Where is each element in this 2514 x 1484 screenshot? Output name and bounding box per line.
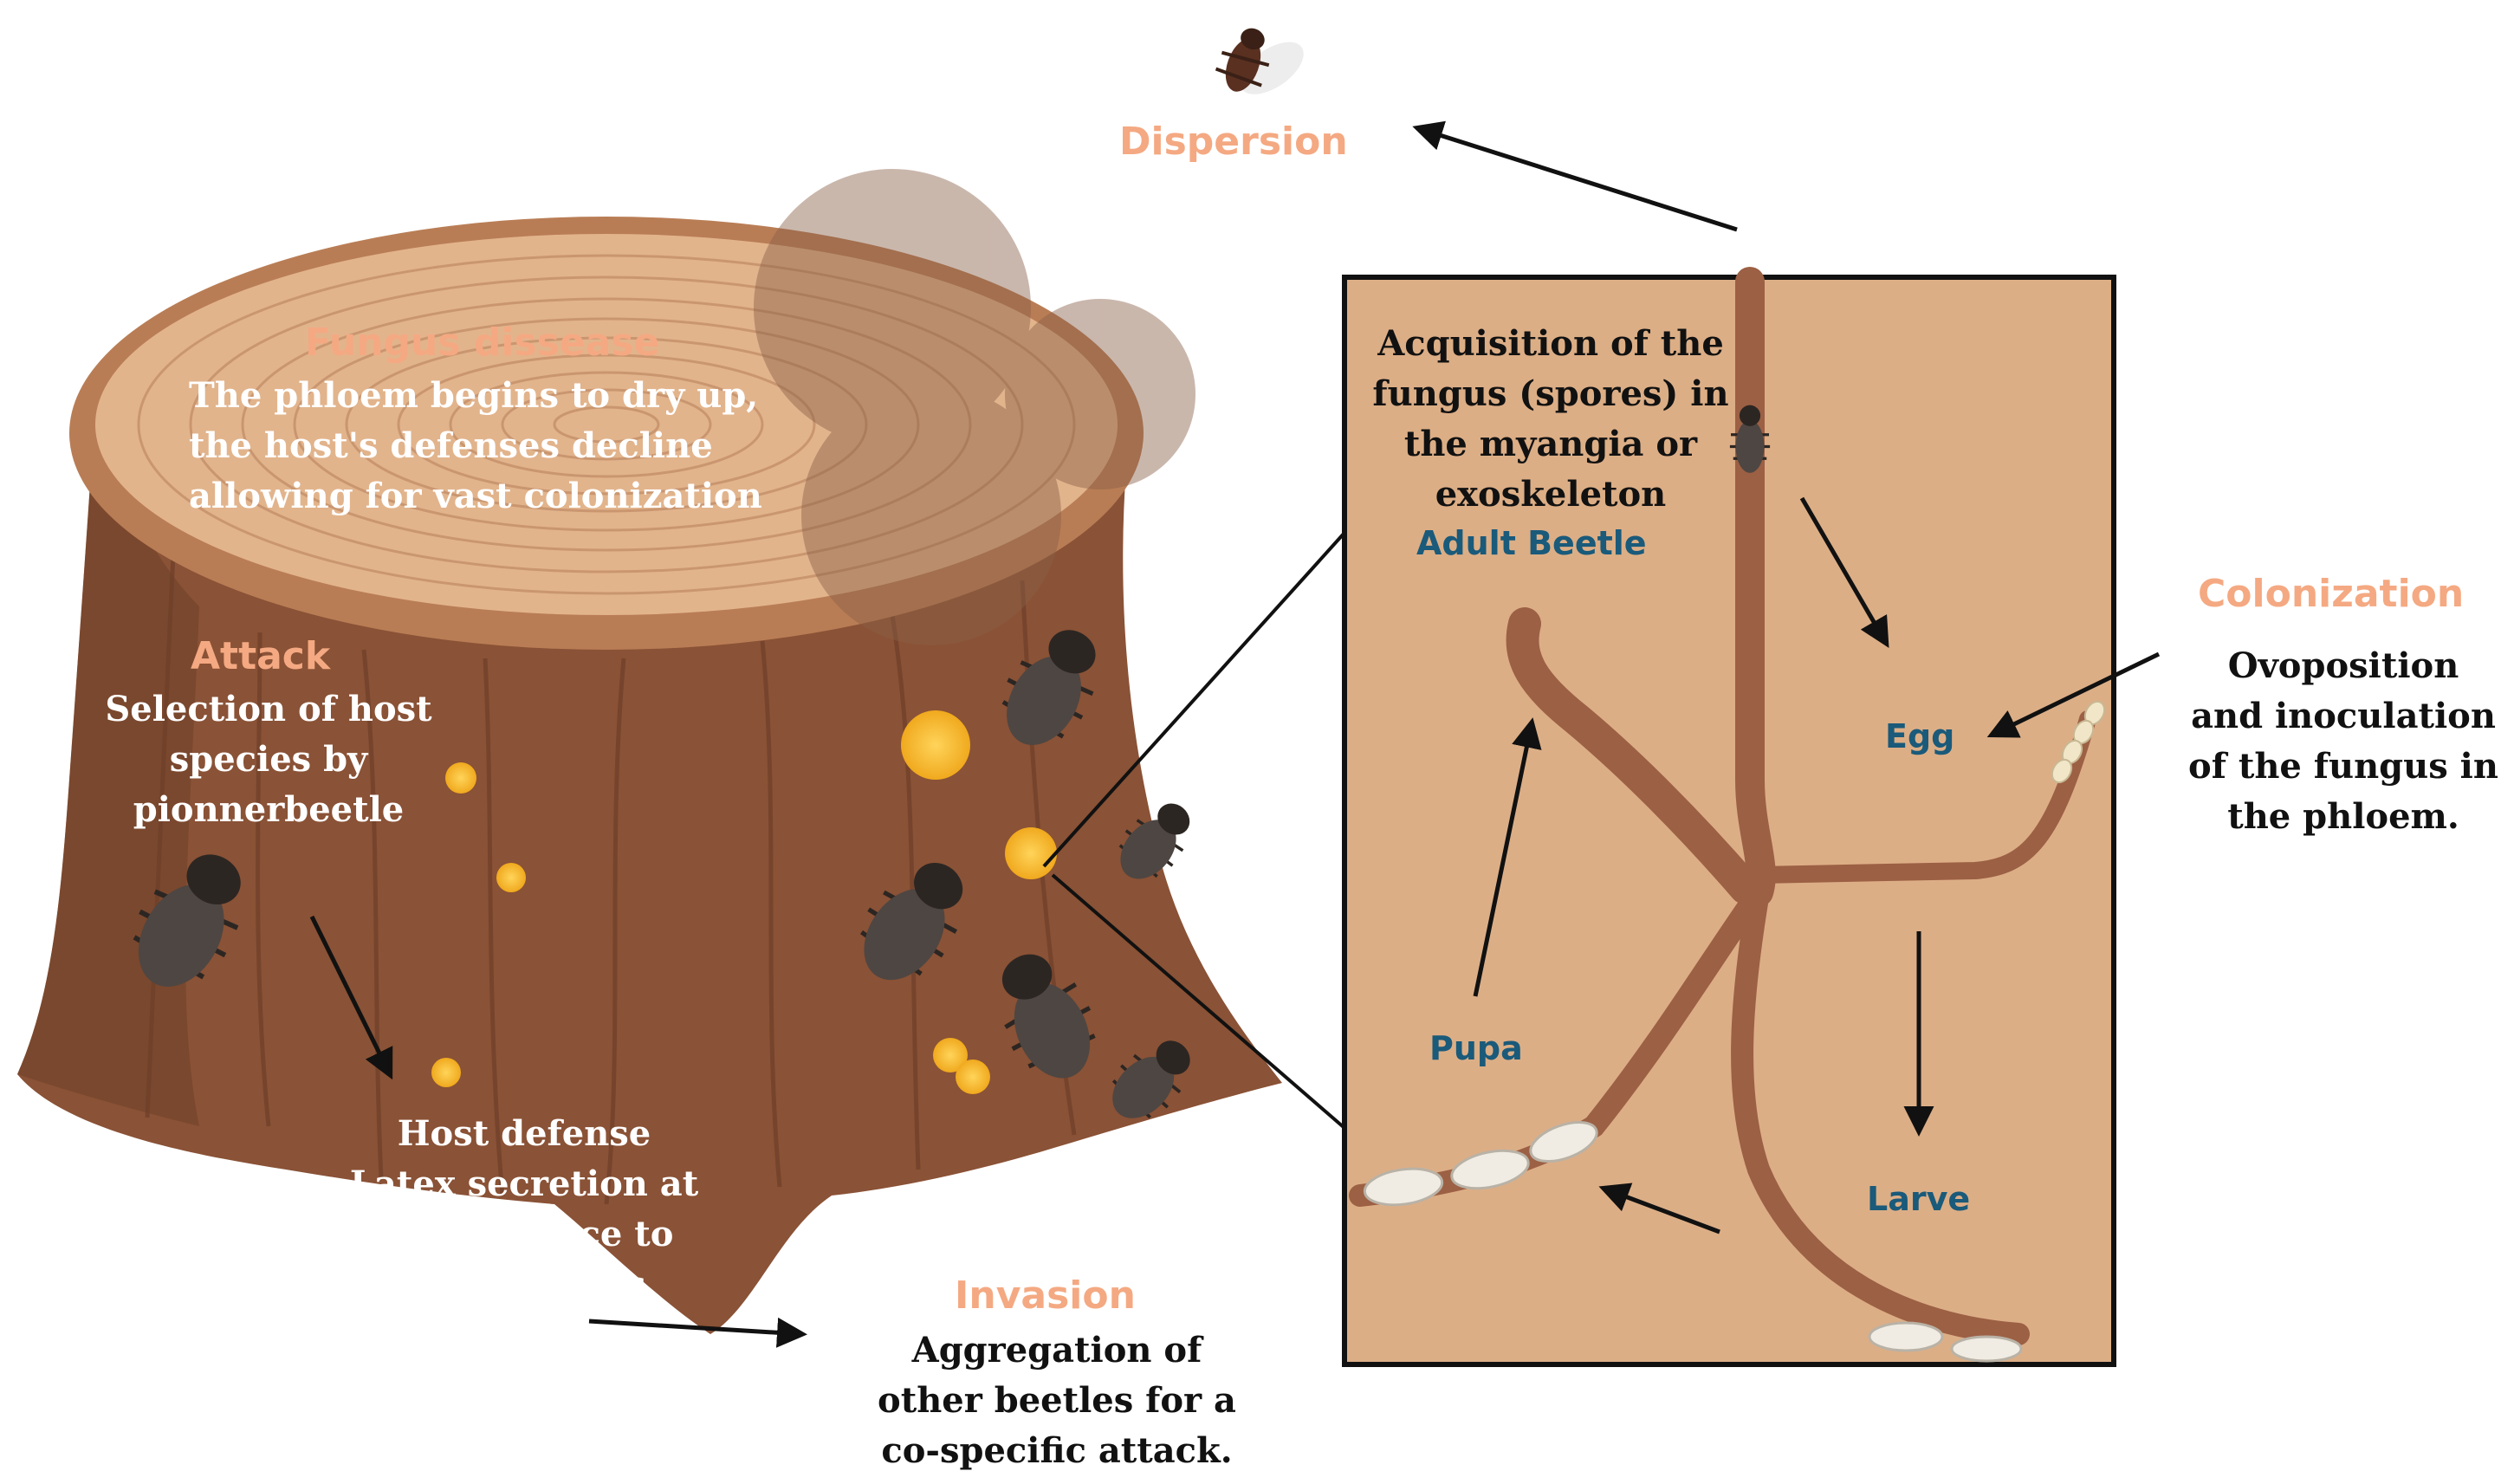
- host-defense-line: Latex secretion at: [349, 1163, 699, 1204]
- flying-beetle-icon: [1215, 28, 1304, 94]
- fungus-decay-patches: [754, 169, 1195, 645]
- beetle-icon: [860, 863, 963, 981]
- invasion-line: co-specific attack.: [881, 1430, 1233, 1471]
- dispersion-title: Dispersion: [1119, 120, 1348, 164]
- acquisition-line: exoskeleton: [1435, 474, 1667, 515]
- resin-droplet-icon: [496, 863, 526, 892]
- colonization-line: the phloem.: [2227, 796, 2459, 837]
- attack-line: species by: [169, 739, 368, 780]
- beetle-icon: [1001, 630, 1096, 745]
- arrow-icon: [588, 1317, 807, 1348]
- colonization-line: of the fungus in: [2188, 746, 2498, 787]
- egg-cluster: [2051, 700, 2106, 784]
- larva-icon: [1363, 1167, 1444, 1207]
- beetles-on-stump: [133, 630, 1190, 1119]
- fungus-disease-line: The phloem begins to dry up,: [189, 375, 759, 416]
- cycle-arrows: [309, 120, 2161, 1348]
- colonization-text: Ovoposition and inoculation of the fungu…: [2183, 641, 2504, 842]
- egg-icon: [2051, 758, 2073, 784]
- attack-title: Attack: [191, 634, 331, 678]
- larvae: [1868, 1321, 2023, 1363]
- attack-line: pionnerbeetle: [133, 789, 405, 830]
- beetle-icon: [1111, 1040, 1190, 1119]
- colonization-title: Colonization: [2198, 572, 2465, 616]
- attack-line: Selection of host: [105, 689, 432, 729]
- larva-icon: [1868, 1321, 1944, 1352]
- acquisition-line: fungus (spores) in: [1372, 373, 1729, 414]
- fungus-disease-line: the host's defenses decline: [189, 425, 713, 466]
- arrow-icon: [1799, 496, 1889, 649]
- acquisition-text: Acquisition of the fungus (spores) in th…: [1360, 319, 1741, 520]
- arrow-icon: [1598, 1183, 1720, 1235]
- resin-droplets: [431, 710, 1057, 1094]
- invasion-text: Aggregation of other beetles for a co-sp…: [858, 1325, 1256, 1476]
- zoom-line-lower: [1051, 873, 1346, 1130]
- resin-droplet-icon: [431, 1058, 461, 1087]
- resin-droplet-icon: [933, 1038, 968, 1072]
- host-defense-line: the entrance to: [374, 1214, 674, 1254]
- larva-icon: [1450, 1149, 1530, 1190]
- beetle-icon: [1118, 803, 1190, 879]
- resin-droplet-icon: [1005, 827, 1057, 879]
- resin-droplet-icon: [901, 710, 970, 780]
- tree-stump: [17, 169, 1282, 1334]
- fungus-disease-line: allowing for vast colonization: [189, 476, 762, 516]
- gallery-zoom-panel: [1042, 267, 2116, 1367]
- invasion-title: Invasion: [955, 1273, 1136, 1318]
- larve-label: Larve: [1867, 1180, 1971, 1218]
- invasion-line: other beetles for a: [878, 1380, 1236, 1421]
- arrow-icon: [309, 915, 393, 1080]
- colonization-line: and inoculation: [2191, 696, 2496, 736]
- colonization-line: Ovoposition: [2227, 645, 2459, 686]
- beetle-icon: [1729, 405, 1771, 473]
- host-defense-line: the galleries: [402, 1264, 646, 1305]
- fungus-disease-title: Fungus dissease: [305, 321, 660, 365]
- attack-text: Selection of host species by pionnerbeet…: [95, 684, 442, 835]
- host-defense-line: Host defense: [397, 1113, 651, 1154]
- resin-droplet-icon: [445, 762, 476, 794]
- beetle-icon: [1001, 954, 1096, 1079]
- acquisition-line: Acquisition of the: [1377, 323, 1724, 364]
- stump-trunk: [17, 407, 1282, 1334]
- larva-icon: [1529, 1121, 1598, 1163]
- fungus-disease-text: The phloem begins to dry up, the host's …: [189, 371, 800, 522]
- arrow-icon: [1412, 120, 1738, 232]
- egg-label: Egg: [1885, 717, 1955, 755]
- zoom-line-upper: [1042, 531, 1346, 868]
- acquisition-line: the myangia or: [1403, 424, 1698, 464]
- arrow-icon: [1986, 651, 2161, 738]
- beetle-icon: [133, 854, 241, 987]
- resin-droplet-icon: [956, 1060, 990, 1094]
- pupa-label: Pupa: [1429, 1029, 1523, 1067]
- arrow-icon: [1473, 717, 1542, 997]
- adult-beetle-label: Adult Beetle: [1416, 524, 1647, 562]
- host-defense-text: Host defense Latex secretion at the entr…: [342, 1109, 706, 1310]
- invasion-line: Aggregation of: [911, 1330, 1202, 1371]
- larva-icon: [1950, 1335, 2023, 1363]
- pupae: [1363, 1121, 1598, 1207]
